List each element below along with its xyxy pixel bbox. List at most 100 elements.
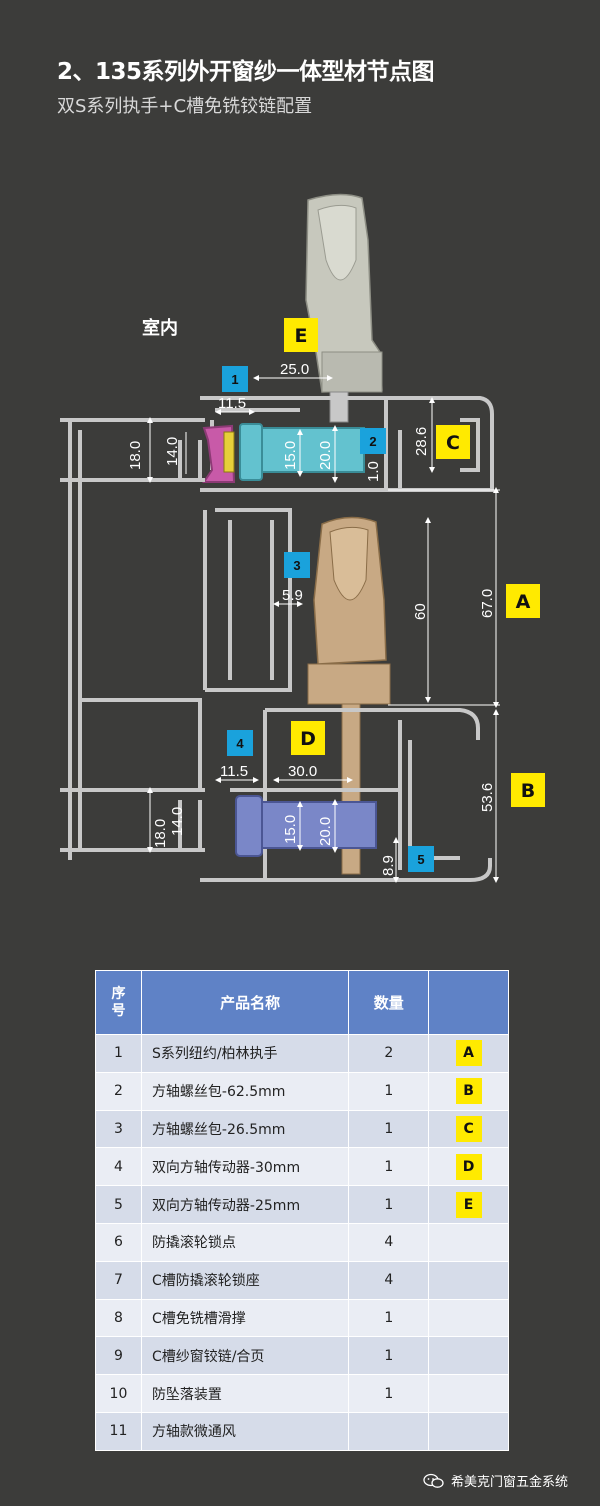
dim-20-0-top: 20.0 — [317, 441, 334, 470]
svg-text:2: 2 — [369, 434, 376, 449]
yellow-label-a: A — [506, 584, 540, 618]
header-name: 产品名称 — [140, 970, 350, 1035]
svg-text:1: 1 — [231, 372, 238, 387]
row-tag-cell — [428, 1374, 509, 1413]
row-no: 7 — [95, 1260, 142, 1300]
dim-8-9: 8.9 — [380, 855, 397, 876]
dim-15-0-bot: 15.0 — [282, 815, 299, 844]
dim-15-0-top: 15.0 — [282, 441, 299, 470]
svg-text:5: 5 — [417, 852, 424, 867]
footer-brand-text: 希美克门窗五金系统 — [451, 1475, 569, 1490]
svg-text:B: B — [521, 780, 535, 802]
row-no: 11 — [95, 1411, 142, 1451]
row-qty: 1 — [348, 1336, 430, 1376]
outer-frame-profile — [60, 418, 292, 860]
row-tag-cell: D — [428, 1147, 509, 1187]
svg-text:C: C — [446, 432, 460, 454]
row-tag-cell: B — [428, 1071, 509, 1111]
lower-handle-shape — [307, 516, 391, 875]
row-no: 6 — [95, 1222, 142, 1262]
row-name: 防撬滚轮锁点 — [140, 1222, 350, 1262]
row-name: C槽纱窗铰链/合页 — [140, 1336, 350, 1376]
row-name: C槽防撬滚轮锁座 — [140, 1260, 350, 1300]
dim-28-6: 28.6 — [413, 427, 430, 456]
row-no: 4 — [95, 1147, 142, 1187]
row-no: 8 — [95, 1298, 142, 1338]
blue-label-4: 4 — [227, 730, 253, 756]
svg-text:E: E — [295, 325, 308, 347]
row-qty: 1 — [348, 1071, 430, 1111]
row-no: 1 — [95, 1034, 142, 1073]
row-tag-cell — [428, 1260, 509, 1300]
dim-11-5-bot: 11.5 — [220, 763, 248, 780]
row-tag-badge: C — [455, 1115, 482, 1142]
row-qty: 4 — [348, 1222, 430, 1262]
dim-1-0: 1.0 — [365, 461, 382, 482]
dim-11-5-top: 11.5 — [218, 395, 246, 412]
row-name: S系列纽约/柏林执手 — [140, 1034, 350, 1073]
row-tag-cell — [428, 1336, 509, 1376]
dim-5-9: 5.9 — [282, 587, 303, 604]
dim-18-0-top: 18.0 — [127, 441, 144, 470]
row-tag-cell: C — [428, 1109, 509, 1149]
dim-30-0: 30.0 — [288, 763, 317, 780]
row-name: 方轴款微通风 — [140, 1411, 350, 1451]
row-tag-badge: E — [455, 1191, 482, 1218]
row-qty: 4 — [348, 1260, 430, 1300]
svg-text:4: 4 — [236, 736, 244, 751]
row-tag-cell — [428, 1222, 509, 1262]
row-tag-badge: D — [455, 1153, 482, 1180]
header-qty: 数量 — [348, 970, 430, 1035]
row-name: 双向方轴传动器-30mm — [140, 1147, 350, 1187]
row-tag-cell: A — [428, 1034, 509, 1073]
dim-25-0: 25.0 — [280, 361, 309, 378]
row-tag-cell — [428, 1411, 509, 1451]
upper-handle-shape — [305, 193, 383, 423]
dim-20-0-bot: 20.0 — [317, 817, 334, 846]
yellow-label-b: B — [511, 773, 545, 807]
row-qty: 1 — [348, 1374, 430, 1413]
row-no: 2 — [95, 1071, 142, 1111]
row-tag-badge: A — [455, 1040, 482, 1067]
header-tag — [428, 970, 509, 1035]
yellow-label-e: E — [284, 318, 318, 352]
row-no: 3 — [95, 1109, 142, 1149]
row-tag-badge: B — [455, 1078, 482, 1105]
dim-18-0-bot: 18.0 — [152, 819, 169, 848]
dim-53-6: 53.6 — [479, 783, 496, 812]
row-qty: 1 — [348, 1147, 430, 1187]
page-subtitle: 双S系列执手+C槽免铣铰链配置 — [57, 96, 313, 117]
header-no: 序号 — [95, 970, 142, 1035]
dim-14-0-bot: 14.0 — [169, 807, 186, 836]
row-tag-cell: E — [428, 1185, 509, 1224]
indoor-label: 室内 — [142, 317, 178, 339]
row-name: C槽免铣槽滑撑 — [140, 1298, 350, 1338]
row-qty: 1 — [348, 1109, 430, 1149]
row-no: 9 — [95, 1336, 142, 1376]
footer-brand: 希美克门窗五金系统 — [423, 1471, 568, 1490]
yellow-label-d: D — [291, 721, 325, 755]
row-tag-cell — [428, 1298, 509, 1338]
row-qty — [348, 1411, 430, 1451]
svg-text:D: D — [300, 728, 316, 750]
row-qty: 1 — [348, 1298, 430, 1338]
table-header-row: 序号 产品名称 数量 — [95, 970, 509, 1035]
svg-text:A: A — [516, 591, 531, 613]
blue-label-5: 5 — [408, 846, 434, 872]
row-qty: 1 — [348, 1185, 430, 1224]
row-no: 10 — [95, 1374, 142, 1413]
svg-text:3: 3 — [293, 558, 300, 573]
